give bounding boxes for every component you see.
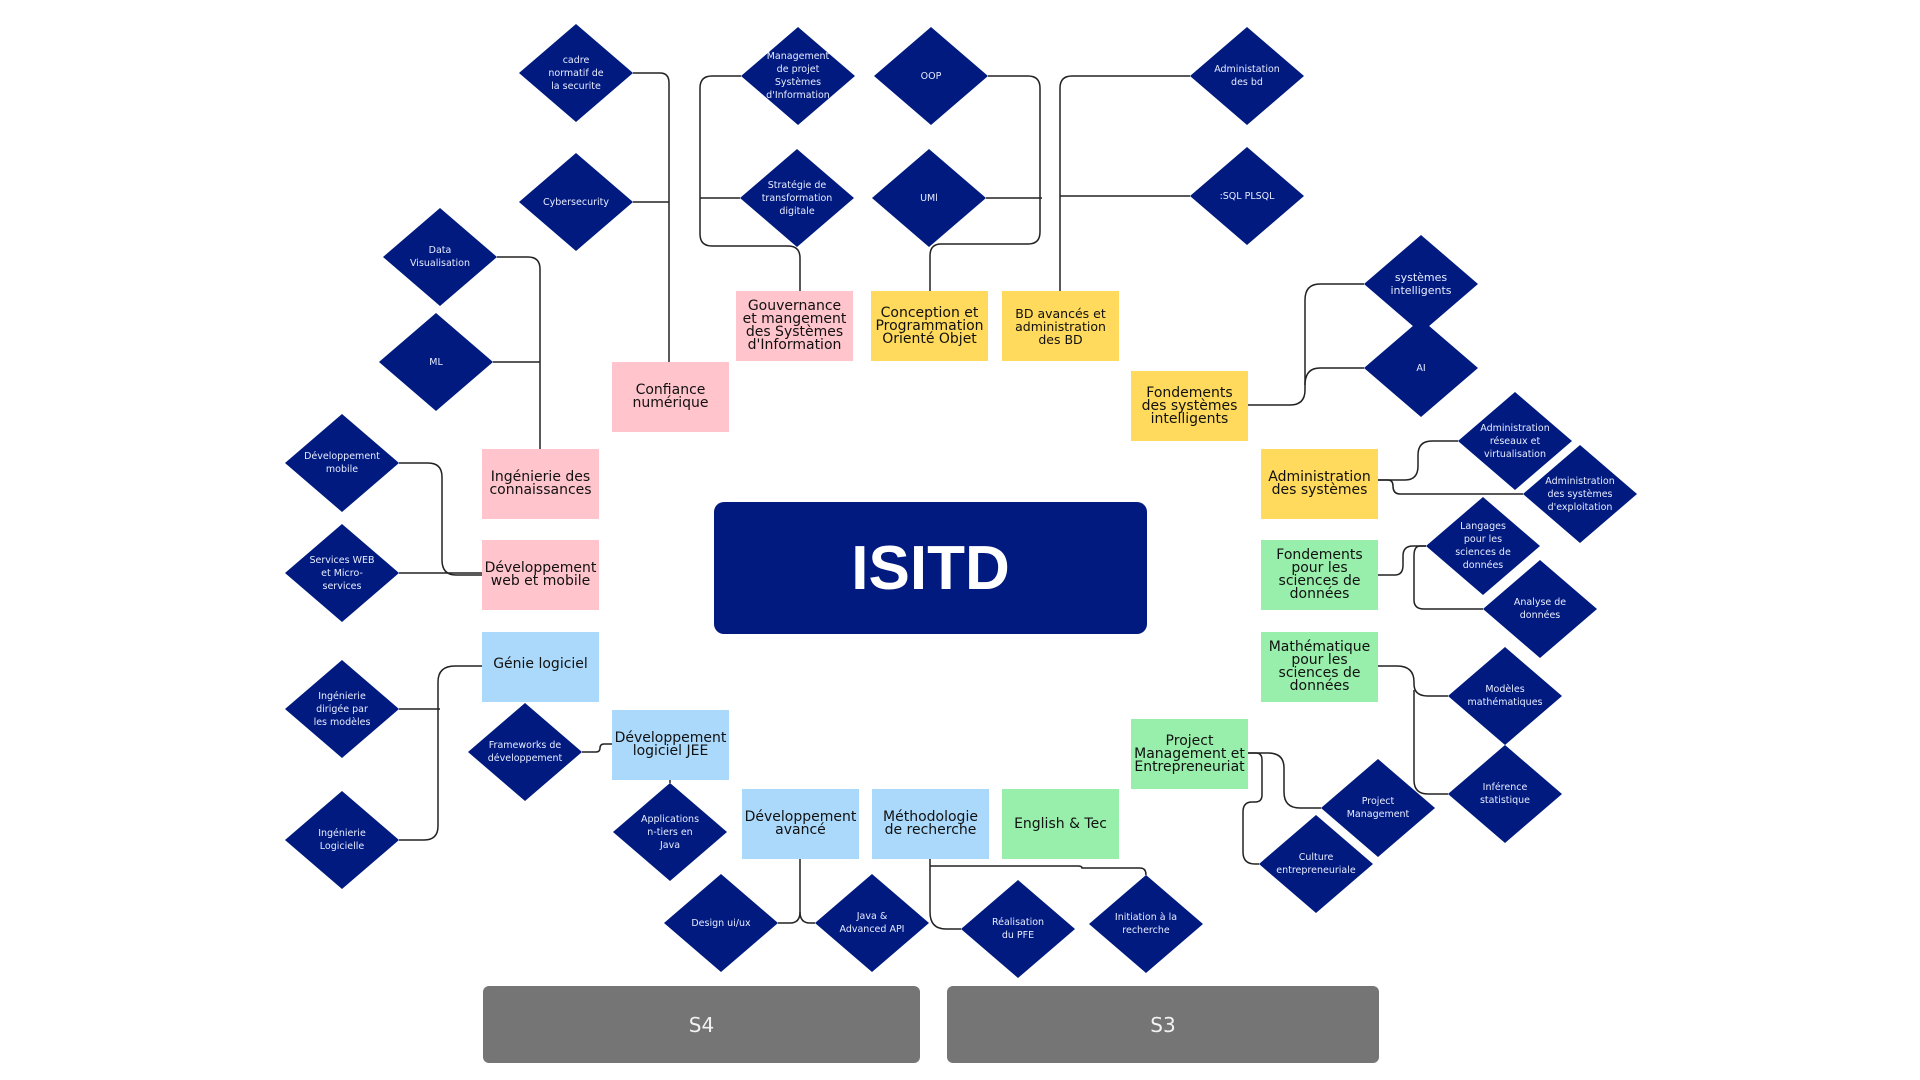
subject-analyse-donnees[interactable]: Analyse de données: [1483, 560, 1597, 658]
subject-label: systèmes intelligents: [1390, 271, 1452, 297]
subject-administation-bd[interactable]: Administation des bd: [1190, 27, 1304, 125]
connector: [1304, 367, 1364, 386]
connector: [1248, 283, 1364, 406]
subject-label: cadre normatif de la securite: [548, 54, 604, 92]
subject-inference-statistique[interactable]: Inférence statistique: [1448, 745, 1562, 843]
connector: [633, 72, 670, 362]
subject-applications-ntiers[interactable]: Applications n-tiers en Java: [613, 783, 727, 881]
subject-label: Analyse de données: [1513, 597, 1567, 621]
subject-label: Services WEB et Micro-services: [309, 554, 375, 592]
connector: [1242, 752, 1263, 865]
module-genie-logiciel[interactable]: Génie logiciel: [482, 632, 599, 702]
subject-label: Administation des bd: [1214, 64, 1280, 88]
subject-label: Management de projet Systèmes d'Informat…: [766, 51, 830, 101]
connector: [1248, 752, 1321, 809]
subject-cybersecurity[interactable]: Cybersecurity: [519, 153, 633, 251]
subject-label: Développement mobile: [304, 451, 380, 475]
subject-label: Ingénierie Logicielle: [318, 828, 366, 852]
connector: [929, 858, 961, 930]
subject-ai[interactable]: AI: [1364, 319, 1478, 417]
connector: [1378, 440, 1458, 481]
connector: [1378, 479, 1523, 495]
connector: [1378, 545, 1426, 576]
subject-label: Inférence statistique: [1479, 782, 1531, 806]
subject-culture-entrepreneuriale[interactable]: Culture entrepreneuriale: [1259, 815, 1373, 913]
program-title: ISITD: [714, 502, 1147, 634]
subject-ingenierie-dirigee[interactable]: Ingénierie dirigée par les modèles: [285, 660, 399, 758]
connector: [929, 75, 1041, 291]
module-dev-web-mobile[interactable]: Développement web et mobile: [482, 540, 599, 610]
connector: [1059, 75, 1190, 291]
connector: [399, 462, 482, 576]
semester-s4-bar[interactable]: S4: [483, 986, 920, 1063]
subject-ml[interactable]: ML: [379, 313, 493, 411]
subject-label: UMl: [920, 192, 938, 204]
subject-design-uiux[interactable]: Design ui/ux: [664, 874, 778, 972]
subject-modeles-math[interactable]: Modèles mathématiques: [1448, 647, 1562, 745]
connector: [1378, 665, 1448, 697]
connector: [1413, 545, 1483, 610]
module-fondements-si[interactable]: Fondements des systèmes intelligents: [1131, 371, 1248, 441]
module-english-tec[interactable]: English & Tec: [1002, 789, 1119, 859]
subject-label: Initiation à la recherche: [1114, 912, 1178, 936]
module-fondements-sd[interactable]: Fondements pour les sciences de données: [1261, 540, 1378, 610]
module-confiance-numerique[interactable]: Confiance numérique: [612, 362, 729, 432]
subject-label: Modèles mathématiques: [1467, 684, 1543, 708]
subject-label: AI: [1416, 362, 1426, 374]
module-project-management[interactable]: Project Management et Entrepreneuriat: [1131, 719, 1248, 789]
subject-strategie-digitale[interactable]: Stratégie de transformation digitale: [740, 149, 854, 247]
module-bd-avances[interactable]: BD avancés et administration des BD: [1002, 291, 1119, 361]
module-dev-avance[interactable]: Développement avancé: [742, 789, 859, 859]
connector: [699, 75, 801, 291]
subject-java-advanced-api[interactable]: Java & Advanced API: [815, 874, 929, 972]
connector: [399, 665, 482, 841]
subject-ingenierie-logicielle[interactable]: Ingénierie Logicielle: [285, 791, 399, 889]
subject-label: Applications n-tiers en Java: [640, 813, 700, 851]
subject-label: Culture entrepreneuriale: [1276, 852, 1356, 876]
subject-realisation-pfe[interactable]: Réalisation du PFE: [961, 880, 1075, 978]
subject-label: Design ui/ux: [691, 917, 751, 929]
subject-oop[interactable]: OOP: [874, 27, 988, 125]
subject-label: Java & Advanced API: [839, 911, 905, 935]
subject-label: Data Visualisation: [410, 245, 470, 269]
subject-management-projet-si[interactable]: Management de projet Systèmes d'Informat…: [741, 27, 855, 125]
subject-systemes-intelligents[interactable]: systèmes intelligents: [1364, 235, 1478, 333]
subject-admin-se[interactable]: Administration des systèmes d'exploitati…: [1523, 445, 1637, 543]
subject-cadre-normatif[interactable]: cadre normatif de la securite: [519, 24, 633, 122]
module-gouvernance[interactable]: Gouvernance et mangement des Systèmes d'…: [736, 291, 853, 361]
subject-dev-mobile[interactable]: Développement mobile: [285, 414, 399, 512]
subject-label: Administration des systèmes d'exploitati…: [1545, 475, 1615, 513]
subject-services-web[interactable]: Services WEB et Micro-services: [285, 524, 399, 622]
subject-label: ML: [429, 356, 443, 368]
subject-label: OOP: [920, 70, 942, 82]
semester-s3-bar[interactable]: S3: [947, 986, 1379, 1063]
connector: [582, 743, 612, 753]
module-methodologie[interactable]: Méthodologie de recherche: [872, 789, 989, 859]
subject-label: Frameworks de développement: [487, 740, 563, 764]
subject-data-visualisation[interactable]: Data Visualisation: [383, 208, 497, 306]
subject-initiation-recherche[interactable]: Initiation à la recherche: [1089, 875, 1203, 973]
connector: [799, 911, 815, 924]
module-administration-systemes[interactable]: Administration des systèmes: [1261, 449, 1378, 519]
module-conception-poo[interactable]: Conception et Programmation Orienté Obje…: [871, 291, 988, 361]
subject-uml[interactable]: UMl: [872, 149, 986, 247]
subject-sql-plsql[interactable]: :SQL PLSQL: [1190, 147, 1304, 245]
connector: [1413, 690, 1448, 795]
connector: [930, 865, 1147, 876]
subject-label: Project Management: [1346, 796, 1410, 820]
connector: [778, 858, 801, 924]
subject-label: Stratégie de transformation digitale: [761, 179, 833, 217]
module-ingenierie-connaissances[interactable]: Ingénierie des connaissances: [482, 449, 599, 519]
subject-label: Ingénierie dirigée par les modèles: [313, 690, 371, 728]
subject-label: Réalisation du PFE: [991, 917, 1045, 941]
subject-label: :SQL PLSQL: [1219, 190, 1275, 202]
subject-label: Langages pour les sciences de données: [1455, 521, 1511, 571]
subject-label: Cybersecurity: [543, 196, 609, 208]
connector: [497, 256, 541, 449]
module-dev-jee[interactable]: Développement logiciel JEE: [612, 710, 729, 780]
subject-label: Administration réseaux et virtualisation: [1480, 422, 1550, 460]
subject-frameworks[interactable]: Frameworks de développement: [468, 703, 582, 801]
module-mathematique-sd[interactable]: Mathématique pour les sciences de donnée…: [1261, 632, 1378, 702]
